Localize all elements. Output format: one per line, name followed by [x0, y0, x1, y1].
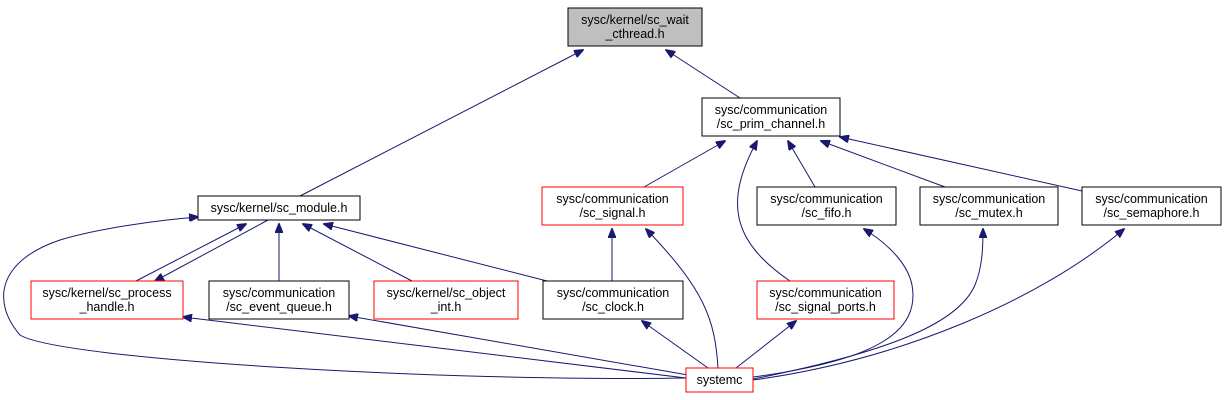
node-sc-event-queue[interactable]: sysc/communication/sc_event_queue.h	[208, 280, 350, 320]
edge-systemc-to-sc_semaphore	[752, 229, 1124, 381]
node-label-line: /sc_signal_ports.h	[775, 300, 876, 314]
node-label-line: sysc/communication	[770, 192, 883, 206]
edge-arrow	[299, 50, 583, 197]
node-box	[756, 186, 897, 226]
edge-arrow	[752, 229, 1124, 381]
edge-sc_signal-to-sc_prim_channel	[643, 141, 725, 188]
node-label-line: _int.h	[430, 300, 462, 314]
edge-sc_signal_ports-to-sc_prim_channel	[737, 141, 791, 282]
node-box	[542, 280, 684, 320]
node-sc-object-int[interactable]: sysc/kernel/sc_object_int.h	[373, 280, 519, 320]
edge-arrow	[642, 321, 709, 369]
node-label-line: /sc_clock.h	[582, 300, 644, 314]
node-label-line: sysc/kernel/sc_process	[42, 286, 171, 300]
node-box	[919, 186, 1059, 226]
node-label-line: sysc/communication	[769, 286, 882, 300]
node-sc-wait-cthread[interactable]: sysc/kernel/sc_wait_cthread.h	[567, 7, 703, 47]
node-label-line: sysc/kernel/sc_object	[387, 286, 506, 300]
node-box	[373, 280, 519, 320]
edge-systemc-to-sc_process_handle	[183, 317, 687, 379]
edge-arrow	[135, 224, 246, 282]
node-sc-clock[interactable]: sysc/communication/sc_clock.h	[542, 280, 684, 320]
node-box	[1081, 186, 1222, 226]
node-label-line: sysc/communication	[715, 103, 828, 117]
edge-systemc-to-sc_clock	[642, 321, 709, 369]
edge-sc_module-to-sc_wait_cthread	[299, 50, 583, 197]
node-sc-mutex[interactable]: sysc/communication/sc_mutex.h	[919, 186, 1059, 226]
node-sc-prim-channel[interactable]: sysc/communication/sc_prim_channel.h	[701, 97, 841, 137]
node-sc-process-handle[interactable]: sysc/kernel/sc_process_handle.h	[30, 280, 184, 320]
edge-sc_clock-to-sc_module	[324, 224, 548, 282]
node-sc-signal[interactable]: sysc/communication/sc_signal.h	[541, 186, 684, 226]
edge-sc_process_handle-to-sc_module	[135, 224, 246, 282]
edge-arrow	[788, 141, 816, 188]
node-label-line: _cthread.h	[604, 27, 664, 41]
node-box	[756, 280, 895, 320]
node-box	[685, 367, 754, 393]
node-label-line: /sc_event_queue.h	[226, 300, 332, 314]
node-label-line: sysc/kernel/sc_module.h	[211, 201, 348, 215]
node-systemc[interactable]: systemc	[685, 367, 754, 393]
node-label-line: sysc/communication	[556, 192, 669, 206]
edge-systemc-to-sc_fifo	[752, 229, 914, 378]
edge-arrow	[735, 321, 796, 369]
node-box	[30, 280, 184, 320]
node-label-line: /sc_mutex.h	[955, 206, 1022, 220]
edges-layer	[3, 50, 1124, 381]
node-label-line: sysc/kernel/sc_wait	[581, 13, 689, 27]
edge-systemc-to-sc_module	[3, 217, 687, 379]
edge-arrow	[646, 229, 719, 369]
edge-systemc-to-sc_mutex	[752, 229, 983, 380]
node-label-line: /sc_prim_channel.h	[717, 117, 825, 131]
edge-arrow	[752, 229, 914, 378]
edge-systemc-to-sc_event_queue	[349, 316, 689, 376]
edge-sc_prim_channel-to-sc_wait_cthread	[666, 50, 741, 99]
edge-arrow	[643, 141, 725, 188]
edge-systemc-to-sc_signal	[646, 229, 719, 369]
node-label-line: sysc/communication	[223, 286, 336, 300]
node-sc-semaphore[interactable]: sysc/communication/sc_semaphore.h	[1081, 186, 1222, 226]
node-label-line: /sc_semaphore.h	[1104, 206, 1200, 220]
edge-systemc-to-sc_signal_ports	[735, 321, 796, 369]
node-sc-module[interactable]: sysc/kernel/sc_module.h	[197, 195, 361, 221]
node-box	[567, 7, 703, 47]
node-label-line: sysc/communication	[557, 286, 670, 300]
node-box	[197, 195, 361, 221]
edge-arrow	[3, 217, 687, 379]
node-sc-fifo[interactable]: sysc/communication/sc_fifo.h	[756, 186, 897, 226]
edge-arrow	[737, 141, 791, 282]
edge-arrow	[349, 316, 689, 376]
node-label-line: /sc_signal.h	[579, 206, 645, 220]
node-label-line: sysc/communication	[933, 192, 1046, 206]
edge-arrow	[324, 224, 548, 282]
edge-arrow	[821, 141, 946, 188]
edge-sc_mutex-to-sc_prim_channel	[821, 141, 946, 188]
edge-sc_semaphore-to-sc_prim_channel	[840, 137, 1083, 192]
node-label-line: sysc/communication	[1095, 192, 1208, 206]
node-label-line: _handle.h	[79, 300, 135, 314]
edge-sc_module-to-sc_process_handle	[155, 219, 269, 281]
node-box	[701, 97, 841, 137]
edge-arrow	[840, 137, 1083, 192]
edge-arrow	[752, 229, 983, 380]
edge-sc_object_int-to-sc_module	[303, 224, 413, 282]
node-box	[541, 186, 684, 226]
edge-sc_fifo-to-sc_prim_channel	[788, 141, 816, 188]
edge-arrow	[666, 50, 741, 99]
nodes-layer: sysc/kernel/sc_wait_cthread.h sysc/commun…	[30, 7, 1222, 393]
edge-arrow	[155, 219, 269, 281]
node-box	[208, 280, 350, 320]
node-label-line: /sc_fifo.h	[801, 206, 851, 220]
node-sc-signal-ports[interactable]: sysc/communication/sc_signal_ports.h	[756, 280, 895, 320]
edge-arrow	[303, 224, 413, 282]
edge-arrow	[183, 317, 687, 379]
node-label-line: systemc	[697, 373, 743, 387]
